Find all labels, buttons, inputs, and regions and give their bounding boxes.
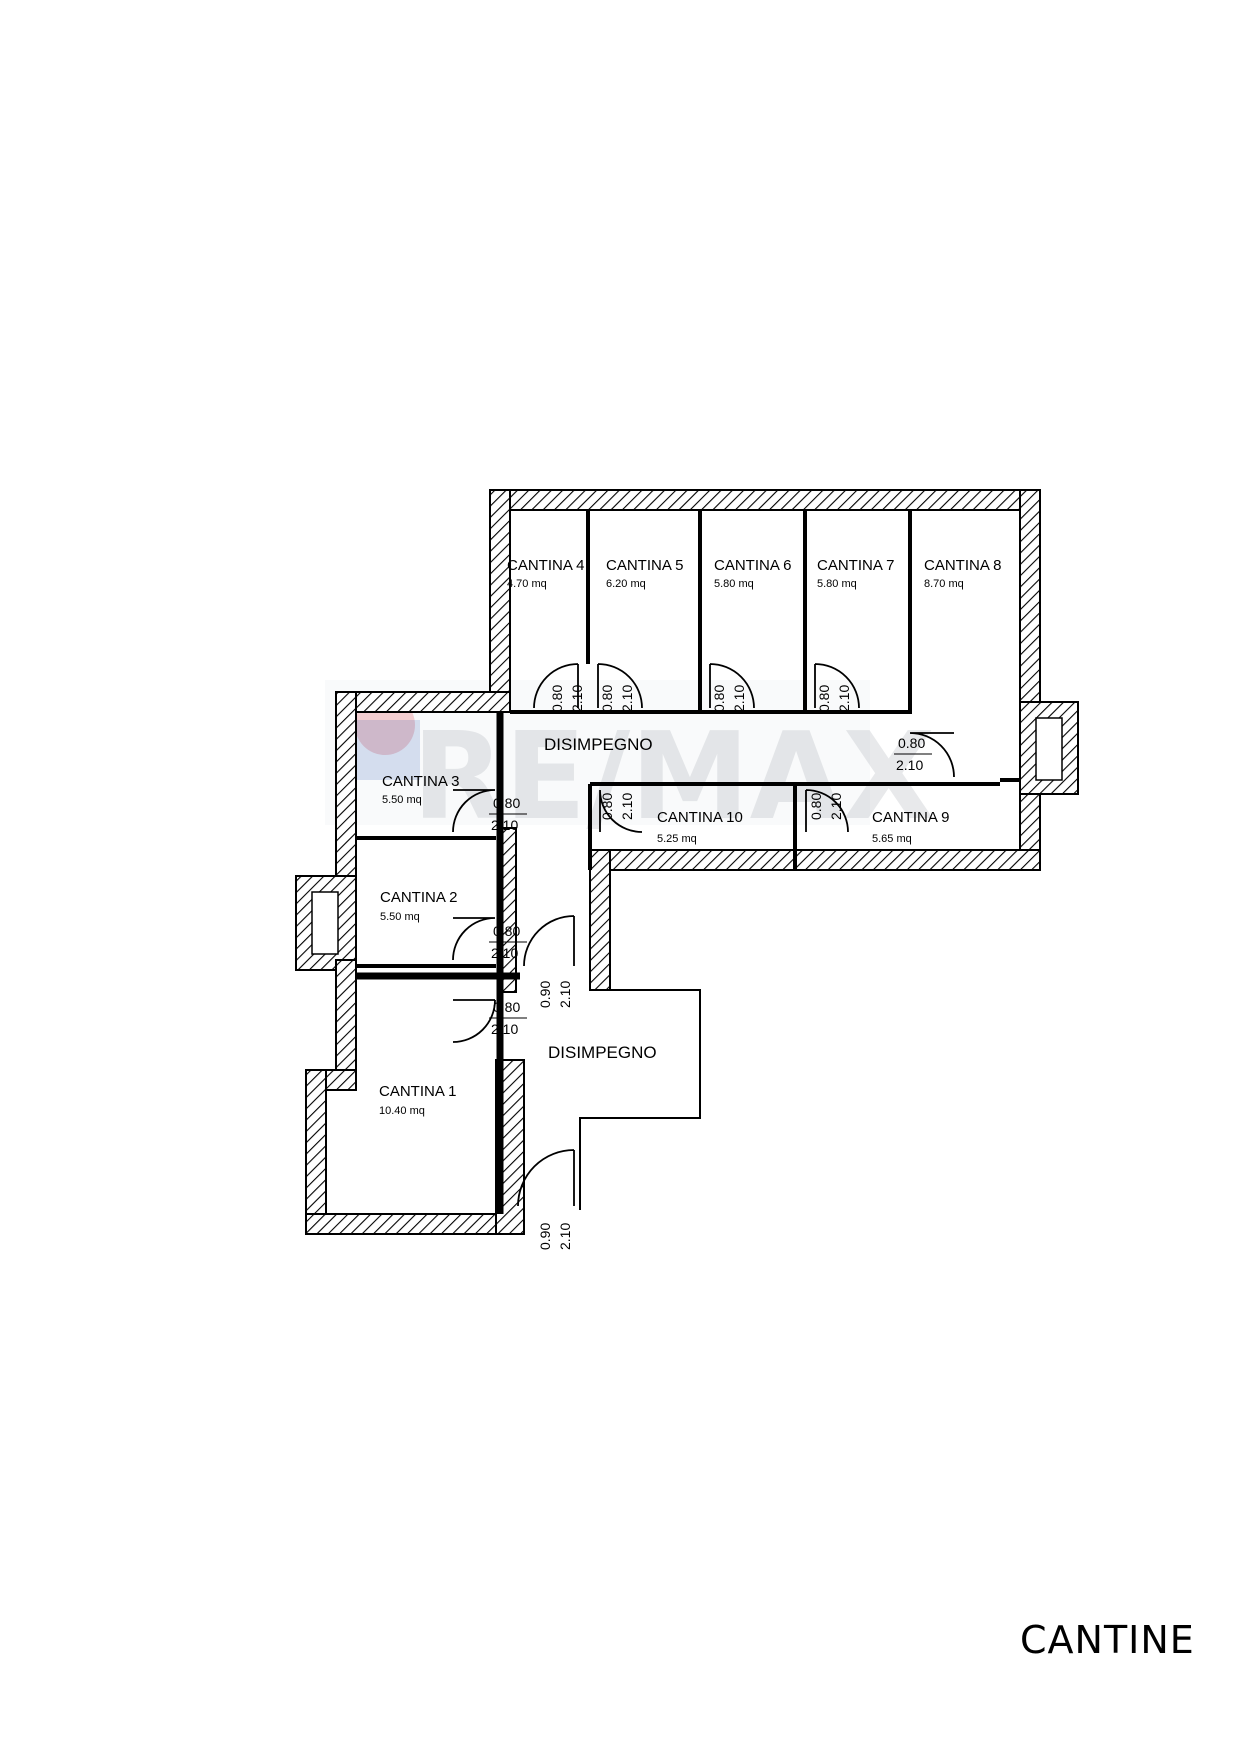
room-area: 5.80 mq xyxy=(817,578,857,590)
door-width: 0.90 xyxy=(537,981,553,1008)
hall-label-upper: DISIMPEGNO xyxy=(544,735,653,754)
door-height: 2.10 xyxy=(491,817,518,833)
room-area: 5.80 mq xyxy=(714,578,754,590)
room-area: 5.50 mq xyxy=(380,911,420,923)
door-dims-corridor: 0.90 2.10 xyxy=(537,981,573,1008)
room-name: CANTINA 5 xyxy=(606,557,684,574)
door-dims-cantina-2: 0.80 2.10 xyxy=(489,923,527,961)
room-cantina-5: CANTINA 5 6.20 mq xyxy=(606,557,684,590)
door-width: 0.90 xyxy=(537,1223,553,1250)
door-height: 2.10 xyxy=(896,757,923,773)
door-height: 2.10 xyxy=(828,793,844,820)
hall-label-lower: DISIMPEGNO xyxy=(548,1043,657,1062)
door-height: 2.10 xyxy=(557,981,573,1008)
room-name: CANTINA 7 xyxy=(817,557,895,574)
door-width: 0.80 xyxy=(711,685,727,712)
room-area: 4.70 mq xyxy=(507,578,547,590)
door-height: 2.10 xyxy=(619,685,635,712)
door-height: 2.10 xyxy=(569,685,585,712)
door-dims-cantina-9: 0.80 2.10 xyxy=(808,793,844,820)
room-cantina-1: CANTINA 1 10.40 mq xyxy=(379,1083,457,1117)
thick-partitions xyxy=(356,712,520,1214)
door-width: 0.80 xyxy=(493,999,520,1015)
exterior-walls xyxy=(295,489,1079,1235)
door-dims-cantina-6: 0.80 2.10 xyxy=(711,685,747,712)
window-west xyxy=(311,891,339,955)
room-name: CANTINA 9 xyxy=(872,809,950,826)
door-width: 0.80 xyxy=(599,793,615,820)
door-width: 0.80 xyxy=(549,685,565,712)
room-cantina-3: CANTINA 3 5.50 mq xyxy=(382,773,460,806)
room-area: 5.65 mq xyxy=(872,833,912,845)
door-dims-cantina-4: 0.80 2.10 xyxy=(549,685,585,712)
door-height: 2.10 xyxy=(836,685,852,712)
door-height: 2.10 xyxy=(731,685,747,712)
room-name: CANTINA 2 xyxy=(380,889,458,906)
door-dims-entrance: 0.90 2.10 xyxy=(537,1223,573,1250)
room-area: 8.70 mq xyxy=(924,578,964,590)
room-area: 10.40 mq xyxy=(379,1105,425,1117)
door-dims-cantina-1: 0.80 2.10 xyxy=(489,999,527,1037)
door-dims-cantina-3: 0.80 2.10 xyxy=(489,795,527,833)
room-area: 6.20 mq xyxy=(606,578,646,590)
sheet-title: CANTINE xyxy=(1020,1618,1195,1662)
room-cantina-4: CANTINA 4 4.70 mq xyxy=(507,557,585,590)
door-width: 0.80 xyxy=(599,685,615,712)
door-dims-cantina-10: 0.80 2.10 xyxy=(599,793,635,820)
door-dims-cantina-5: 0.80 2.10 xyxy=(599,685,635,712)
room-area: 5.50 mq xyxy=(382,794,422,806)
room-name: CANTINA 10 xyxy=(657,809,743,826)
door-dims-cantina-7: 0.80 2.10 xyxy=(816,685,852,712)
interior-partitions xyxy=(356,510,1020,968)
door-width: 0.80 xyxy=(816,685,832,712)
door-swings xyxy=(452,663,955,1207)
room-cantina-9: CANTINA 9 5.65 mq xyxy=(872,809,950,845)
room-name: CANTINA 3 xyxy=(382,773,460,790)
room-area: 5.25 mq xyxy=(657,833,697,845)
room-cantina-7: CANTINA 7 5.80 mq xyxy=(817,557,895,590)
door-height: 2.10 xyxy=(491,1021,518,1037)
door-height: 2.10 xyxy=(557,1223,573,1250)
door-dims-cantina-8: 0.80 2.10 xyxy=(894,735,932,773)
door-width: 0.80 xyxy=(898,735,925,751)
room-name: CANTINA 8 xyxy=(924,557,1002,574)
room-cantina-8: CANTINA 8 8.70 mq xyxy=(924,557,1002,590)
room-name: CANTINA 4 xyxy=(507,557,585,574)
door-width: 0.80 xyxy=(493,795,520,811)
door-height: 2.10 xyxy=(619,793,635,820)
room-cantina-2: CANTINA 2 5.50 mq xyxy=(380,889,458,923)
room-cantina-6: CANTINA 6 5.80 mq xyxy=(714,557,792,590)
room-name: CANTINA 6 xyxy=(714,557,792,574)
room-cantina-10: CANTINA 10 5.25 mq xyxy=(657,809,743,845)
window-east xyxy=(1035,717,1063,781)
door-width: 0.80 xyxy=(493,923,520,939)
door-height: 2.10 xyxy=(491,945,518,961)
lower-hall-outline xyxy=(579,989,701,1210)
room-name: CANTINA 1 xyxy=(379,1083,457,1100)
door-width: 0.80 xyxy=(808,793,824,820)
